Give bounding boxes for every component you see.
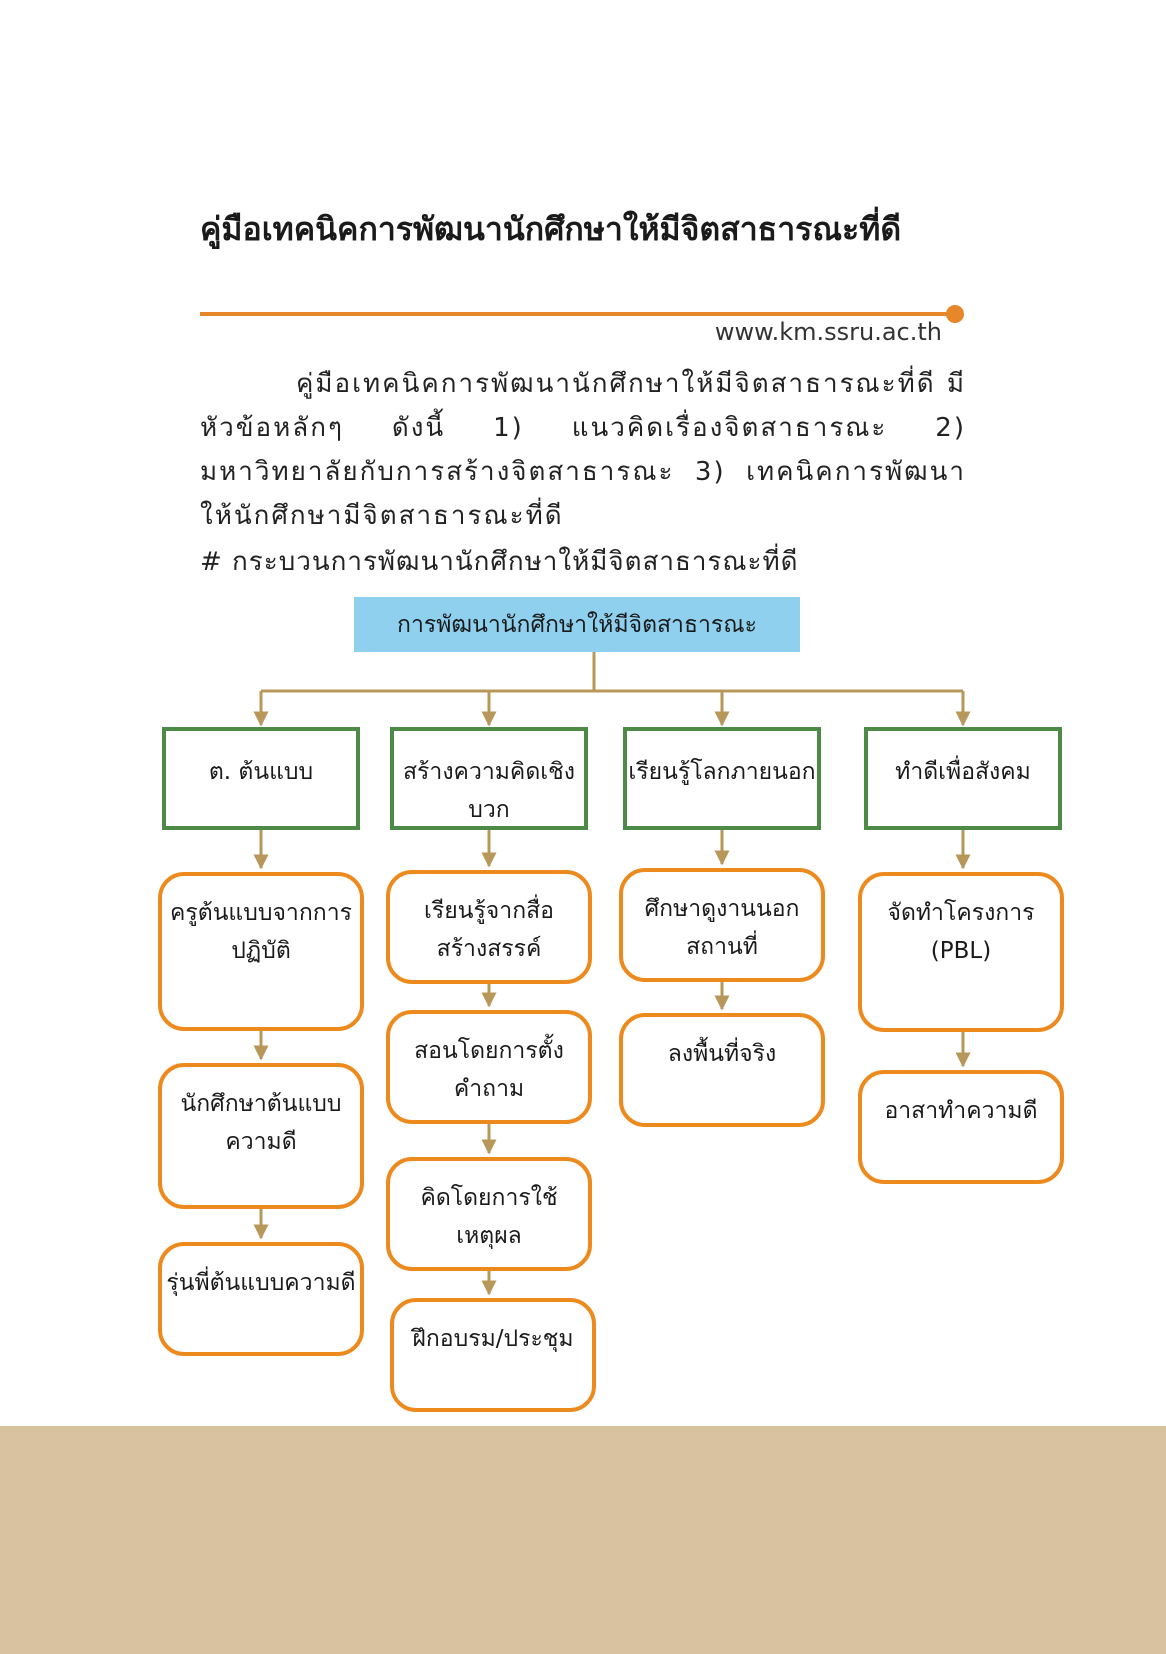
title-underline-dot (946, 305, 964, 323)
leaf-student-role-model: นักศึกษาต้นแบบความดี (158, 1063, 364, 1209)
leaf-volunteer: อาสาทำความดี (858, 1070, 1064, 1184)
leaf-reason-thinking: คิดโดยการใช้เหตุผล (386, 1157, 592, 1271)
leaf-training-meeting: ฝึกอบรม/ประชุม (390, 1298, 596, 1412)
footer-band (0, 1426, 1166, 1654)
category-role-model: ต. ต้นแบบ (162, 727, 360, 830)
website-url: www.km.ssru.ac.th (714, 318, 942, 346)
document-title: คู่มือเทคนิคการพัฒนานักศึกษาให้มีจิตสาธา… (200, 210, 902, 248)
category-do-good: ทำดีเพื่อสังคม (864, 727, 1062, 830)
category-positive-thinking: สร้างความคิดเชิงบวก (390, 727, 588, 830)
leaf-field-trip: ศึกษาดูงานนอกสถานที่ (619, 868, 825, 982)
leaf-creative-media: เรียนรู้จากสื่อสร้างสรรค์ (386, 870, 592, 984)
intro-paragraph: คู่มือเทคนิคการพัฒนานักศึกษาให้มีจิตสาธา… (200, 369, 966, 531)
leaf-real-site: ลงพื้นที่จริง (619, 1013, 825, 1127)
leaf-teach-by-questions: สอนโดยการตั้งคำถาม (386, 1010, 592, 1124)
leaf-teacher-role-model: ครูต้นแบบจากการปฏิบัติ (158, 872, 364, 1031)
process-heading: # กระบวนการพัฒนานักศึกษาให้มีจิตสาธารณะท… (200, 547, 799, 577)
leaf-pbl-project: จัดทำโครงการ (PBL) (858, 872, 1064, 1032)
title-underline (200, 312, 952, 316)
diagram-root: การพัฒนานักศึกษาให้มีจิตสาธารณะ (354, 597, 800, 652)
leaf-senior-role-model: รุ่นพี่ต้นแบบความดี (158, 1242, 364, 1356)
category-learn-outside: เรียนรู้โลกภายนอก (623, 727, 821, 830)
